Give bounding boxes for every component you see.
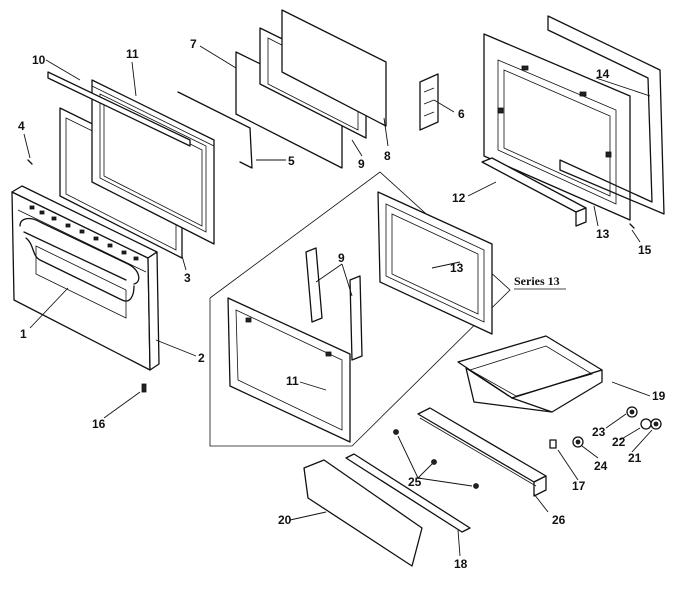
vent-strip-part-12 — [481, 157, 587, 227]
callout-16: 16 — [92, 417, 106, 431]
callout-4: 4 — [18, 119, 25, 133]
bracket-part-6 — [419, 73, 439, 131]
drawer-front-part-20 — [303, 459, 423, 567]
callout-9b: 9 — [338, 251, 345, 265]
door-frame-part-11-lower — [227, 297, 351, 443]
callout-labels: 10 11 7 4 5 6 9 8 14 12 13 15 3 13 Serie… — [18, 37, 666, 571]
callout-25: 25 — [408, 475, 422, 489]
callout-3: 3 — [184, 271, 191, 285]
knob-part-23 — [626, 406, 638, 418]
leader-lines — [23, 45, 653, 557]
door-trim-strip-part-10 — [47, 71, 191, 147]
callout-12: 12 — [452, 191, 466, 205]
callout-9a: 9 — [358, 157, 365, 171]
callout-13b: 13 — [450, 261, 464, 275]
callout-18: 18 — [454, 557, 468, 571]
screw-part-15 — [629, 223, 635, 229]
series-label: Series 13 — [514, 274, 560, 288]
screws-part-25 — [393, 429, 479, 489]
trim-strip-part-18 — [345, 453, 471, 533]
callout-19: 19 — [652, 389, 666, 403]
screw-part-4 — [27, 159, 33, 165]
knob-part-21 — [650, 418, 662, 430]
callout-26: 26 — [552, 513, 566, 527]
screw-part-16 — [141, 383, 147, 393]
callout-24: 24 — [594, 459, 608, 473]
gasket-wire-part-5 — [177, 91, 253, 169]
door-frame-part-13 — [483, 33, 631, 221]
callout-17: 17 — [572, 479, 586, 493]
callout-8: 8 — [384, 149, 391, 163]
side-strip-part-9-left — [305, 247, 323, 323]
callout-10: 10 — [32, 53, 46, 67]
callout-14: 14 — [596, 67, 610, 81]
knob-part-22 — [640, 418, 652, 430]
callout-20: 20 — [278, 513, 292, 527]
callout-13a: 13 — [596, 227, 610, 241]
callout-6: 6 — [458, 107, 465, 121]
knob-part-24 — [572, 436, 584, 448]
callout-21: 21 — [628, 451, 642, 465]
callout-7: 7 — [190, 37, 197, 51]
callout-5: 5 — [288, 154, 295, 168]
gasket-part-14 — [547, 15, 665, 215]
drawer-part-19 — [457, 335, 603, 413]
callout-23: 23 — [592, 425, 606, 439]
callout-2: 2 — [198, 351, 205, 365]
callout-22: 22 — [612, 435, 626, 449]
door-frame-part-11 — [91, 79, 215, 245]
callout-11a: 11 — [126, 47, 139, 61]
side-strip-part-9-right — [349, 275, 363, 361]
clip-part-17 — [549, 439, 557, 449]
series-13-detail-region — [209, 171, 511, 447]
drawer-rail-part-26 — [417, 407, 547, 497]
series-13-door — [377, 191, 493, 335]
callout-1: 1 — [20, 327, 27, 341]
callout-11b: 11 — [286, 374, 299, 388]
callout-15: 15 — [638, 243, 652, 257]
outer-glass-part-8 — [281, 9, 387, 127]
